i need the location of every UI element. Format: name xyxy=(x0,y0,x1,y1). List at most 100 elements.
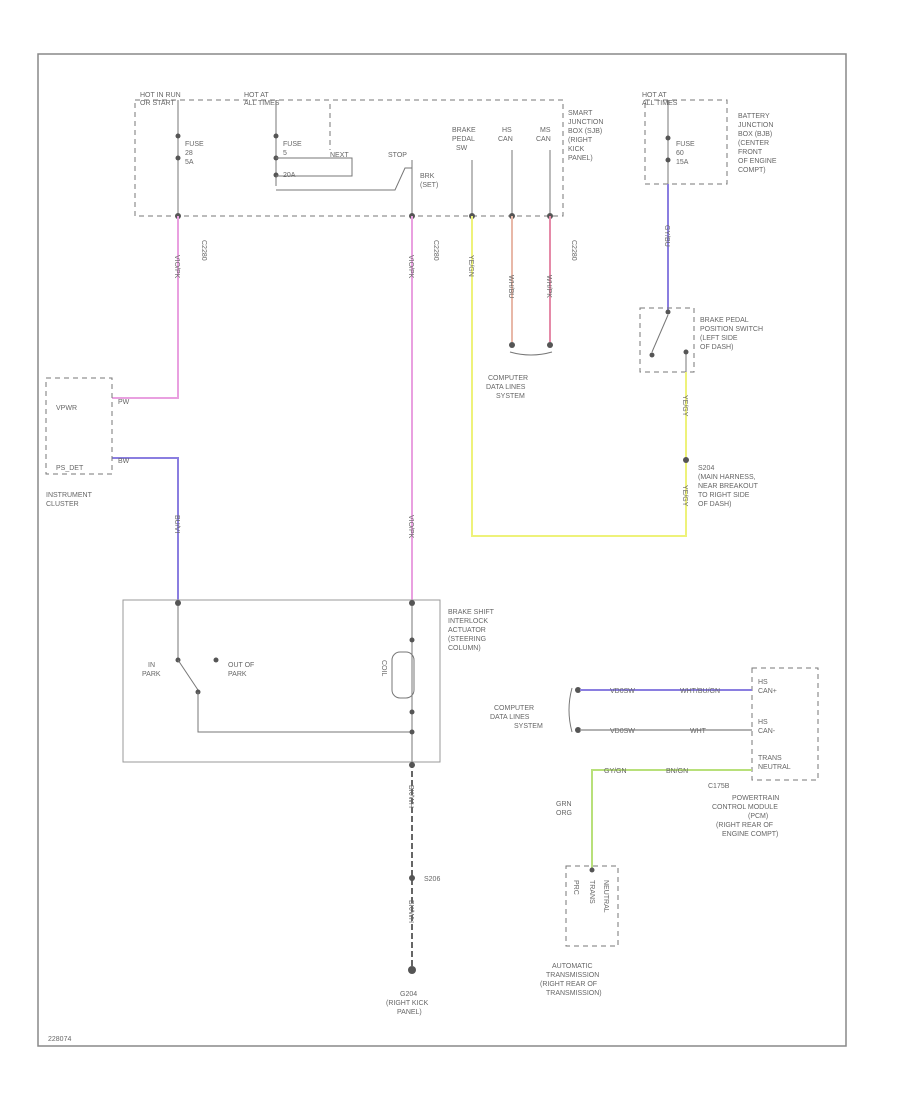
connector-terminal xyxy=(175,600,181,606)
interlock-name-1: BRAKE SHIFT xyxy=(448,609,495,616)
brake-switch-name-1: BRAKE PEDAL xyxy=(700,317,749,324)
hs-can-label-2: CAN xyxy=(498,136,513,143)
splice-s204-5: OF DASH) xyxy=(698,501,731,508)
sjb-name-5: KICK xyxy=(568,146,585,153)
splice-s206: S206 xyxy=(424,876,440,883)
cdl1-line3: SYSTEM xyxy=(496,393,525,400)
brake-pedal-label-3: SW xyxy=(456,145,468,152)
bjb-name-1: BATTERY xyxy=(738,113,770,120)
wire-w8-label: BK/WH xyxy=(407,785,414,808)
connector-terminal xyxy=(409,709,415,715)
cdl2-line1: COMPUTER xyxy=(494,705,534,712)
sjb-name-3: BOX (SJB) xyxy=(568,128,602,135)
sjb-name-6: PANEL) xyxy=(568,155,593,162)
wire-ps-det xyxy=(112,457,179,600)
connector-terminal xyxy=(575,727,581,733)
connector-terminal xyxy=(683,349,689,355)
pcm-connector: C175B xyxy=(708,783,730,790)
diagram-stroke xyxy=(134,99,564,217)
splice-s204-2: (MAIN HARNESS, xyxy=(698,474,756,481)
cluster-name-2: CLUSTER xyxy=(46,501,79,508)
fuse-5-number: 5 xyxy=(283,150,287,157)
fuse-28-rating: 5A xyxy=(185,159,194,166)
splice-s204-1: S204 xyxy=(698,465,714,472)
bjb-hot-label: HOT AT xyxy=(642,92,667,99)
connector-terminal xyxy=(665,135,671,141)
hs-can-label: HS xyxy=(502,127,512,134)
battery-junction-box: HOT AT ALL TIMES FUSE 60 15A BATTERY JUN… xyxy=(642,92,777,185)
wire-w10-label: YE/GY xyxy=(681,485,688,507)
ms-can-label: MS xyxy=(540,127,551,134)
footer-code: 228074 xyxy=(48,1036,71,1043)
diagram-stroke xyxy=(509,351,553,356)
relay-next-label: NEXT xyxy=(330,152,349,159)
diagram-frame xyxy=(37,53,847,1047)
hot-all-times-label: HOT AT xyxy=(244,92,269,99)
trans-inner-2: TRANS xyxy=(588,880,595,904)
fuse-28-number: 28 xyxy=(185,150,193,157)
connector-terminal xyxy=(273,172,279,178)
pcm-line2-wire: WHT xyxy=(690,728,707,735)
brake-shift-interlock: IN PARK OUT OF PARK COIL BRAKE SHIFT INT… xyxy=(122,599,495,763)
cluster-pin2: BW xyxy=(118,458,130,465)
pcm-name-1: POWERTRAIN xyxy=(732,795,779,802)
trans-wire-code: GY/GN xyxy=(604,768,627,775)
in-park-label-2: PARK xyxy=(142,671,161,678)
wire-w4-label: WH/BU xyxy=(507,275,514,298)
connector-terminal xyxy=(409,875,415,881)
ground-g204-1: G204 xyxy=(400,991,417,998)
brk-label: BRK xyxy=(420,173,435,180)
cdl1-line1: COMPUTER xyxy=(488,375,528,382)
cdl1-line2: DATA LINES xyxy=(486,384,526,391)
connector-terminal xyxy=(575,687,581,693)
hot-all-times-label-2: ALL TIMES xyxy=(244,100,280,107)
connector-c2280-a: C2280 xyxy=(200,240,207,261)
fuse-60-label: FUSE xyxy=(676,141,695,148)
pcm-pin-4: CAN- xyxy=(758,728,776,735)
splice-s204-3: NEAR BREAKOUT xyxy=(698,483,759,490)
connector-terminal xyxy=(175,155,181,161)
diagram-stroke xyxy=(197,692,412,733)
pcm-line1-label: VD0SW xyxy=(610,688,635,695)
interlock-name-3: ACTUATOR xyxy=(448,627,486,634)
pcm-pin-5: TRANS xyxy=(758,755,782,762)
hot-run-start-label-2: OR START xyxy=(140,100,175,107)
trans-name-1: AUTOMATIC xyxy=(552,963,593,970)
wire-w1-label: VIO/PK xyxy=(173,255,180,279)
diagram-stroke xyxy=(276,157,353,177)
coil-label: COIL xyxy=(380,660,387,676)
connector-terminal xyxy=(175,133,181,139)
diagram-stroke xyxy=(644,99,728,185)
diagram-stroke xyxy=(639,307,695,373)
wire-w8-label-b: BK/WH xyxy=(407,900,414,923)
diagram-stroke xyxy=(122,599,441,763)
connector-terminal xyxy=(409,637,415,643)
sjb-name-4: (RIGHT xyxy=(568,137,593,144)
connector-terminal xyxy=(408,966,416,974)
brk-set-label: (SET) xyxy=(420,182,438,189)
interlock-name-5: COLUMN) xyxy=(448,645,481,652)
trans-gray-1: GRN xyxy=(556,801,572,808)
connector-c2280-b: C2280 xyxy=(432,240,439,261)
out-of-park-label-1: OUT OF xyxy=(228,662,254,669)
wire-vpwr xyxy=(112,216,179,399)
automatic-transmission: PRC TRANS NEUTRAL AUTOMATIC TRANSMISSION… xyxy=(540,865,619,997)
connector-terminal xyxy=(273,133,279,139)
cluster-ps-det: PS_DET xyxy=(56,465,84,472)
connector-terminal xyxy=(547,342,553,348)
pcm-pin-6: NEUTRAL xyxy=(758,764,791,771)
pcm-line1-wire: WHT/BU/GN xyxy=(680,688,720,695)
connector-terminal xyxy=(665,157,671,163)
bjb-name-6: OF ENGINE xyxy=(738,158,777,165)
smart-junction-box: HOT IN RUN OR START HOT AT ALL TIMES FUS… xyxy=(134,92,603,261)
diagram-stroke xyxy=(276,167,412,191)
fuse-5-label: FUSE xyxy=(283,141,302,148)
wire-trans-neutral xyxy=(591,769,752,868)
connector-terminal xyxy=(649,352,655,358)
interlock-name-2: INTERLOCK xyxy=(448,618,488,625)
pcm-name-2: CONTROL MODULE xyxy=(712,804,778,811)
diagram-stroke xyxy=(177,659,199,691)
instrument-cluster: VPWR PS_DET PW BW INSTRUMENT CLUSTER xyxy=(45,377,130,508)
connector-terminal xyxy=(509,342,515,348)
